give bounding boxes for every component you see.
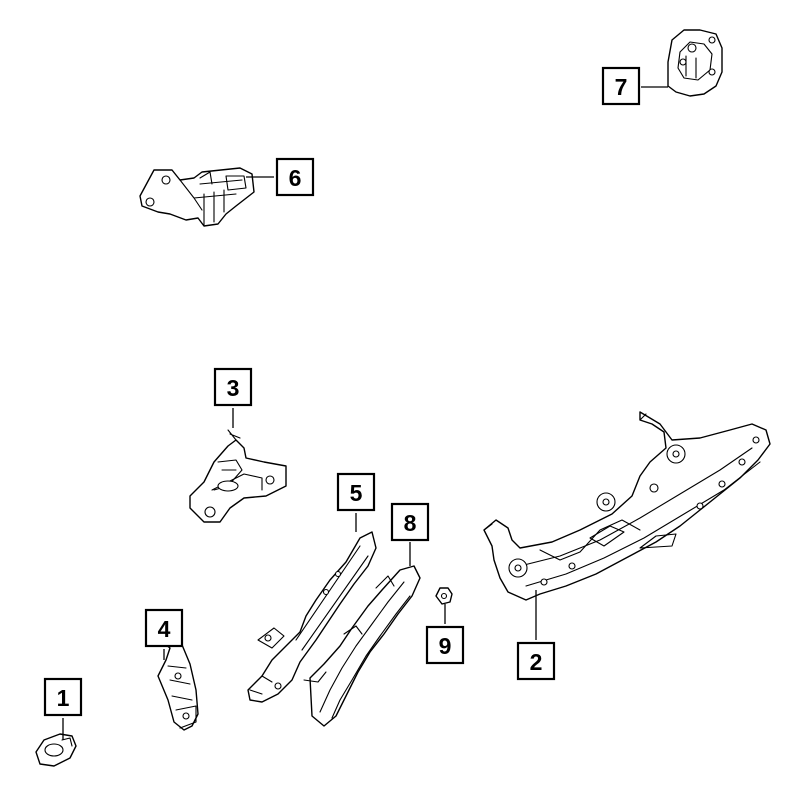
part-5-bracket [247, 531, 377, 703]
callout-7: 7 [601, 66, 641, 106]
part-2-crossmember [483, 411, 771, 601]
callout-6: 6 [275, 157, 315, 197]
callout-8: 8 [390, 502, 430, 542]
part-1-clip [35, 733, 77, 767]
callout-8-label: 8 [404, 510, 417, 536]
part-8-shield [303, 565, 421, 727]
part-4-bracket [157, 633, 199, 731]
leader-lines [62, 86, 668, 740]
callout-5-label: 5 [350, 480, 363, 506]
callout-9: 9 [425, 625, 465, 665]
callout-4: 4 [144, 608, 184, 648]
part-6-bracket [139, 167, 255, 227]
callout-1: 1 [43, 677, 83, 717]
callout-4-label: 4 [158, 616, 171, 642]
callout-9-label: 9 [439, 633, 452, 659]
callout-2: 2 [516, 641, 556, 681]
callout-1-label: 1 [57, 685, 70, 711]
callout-3-label: 3 [227, 375, 240, 401]
part-3-bracket [189, 429, 287, 523]
callout-3: 3 [213, 367, 253, 407]
callout-6-label: 6 [289, 165, 302, 191]
part-7-bracket [667, 29, 723, 97]
callout-2-label: 2 [530, 649, 543, 675]
part-9-nut [435, 587, 453, 605]
callout-5: 5 [336, 472, 376, 512]
callout-7-label: 7 [615, 74, 628, 100]
